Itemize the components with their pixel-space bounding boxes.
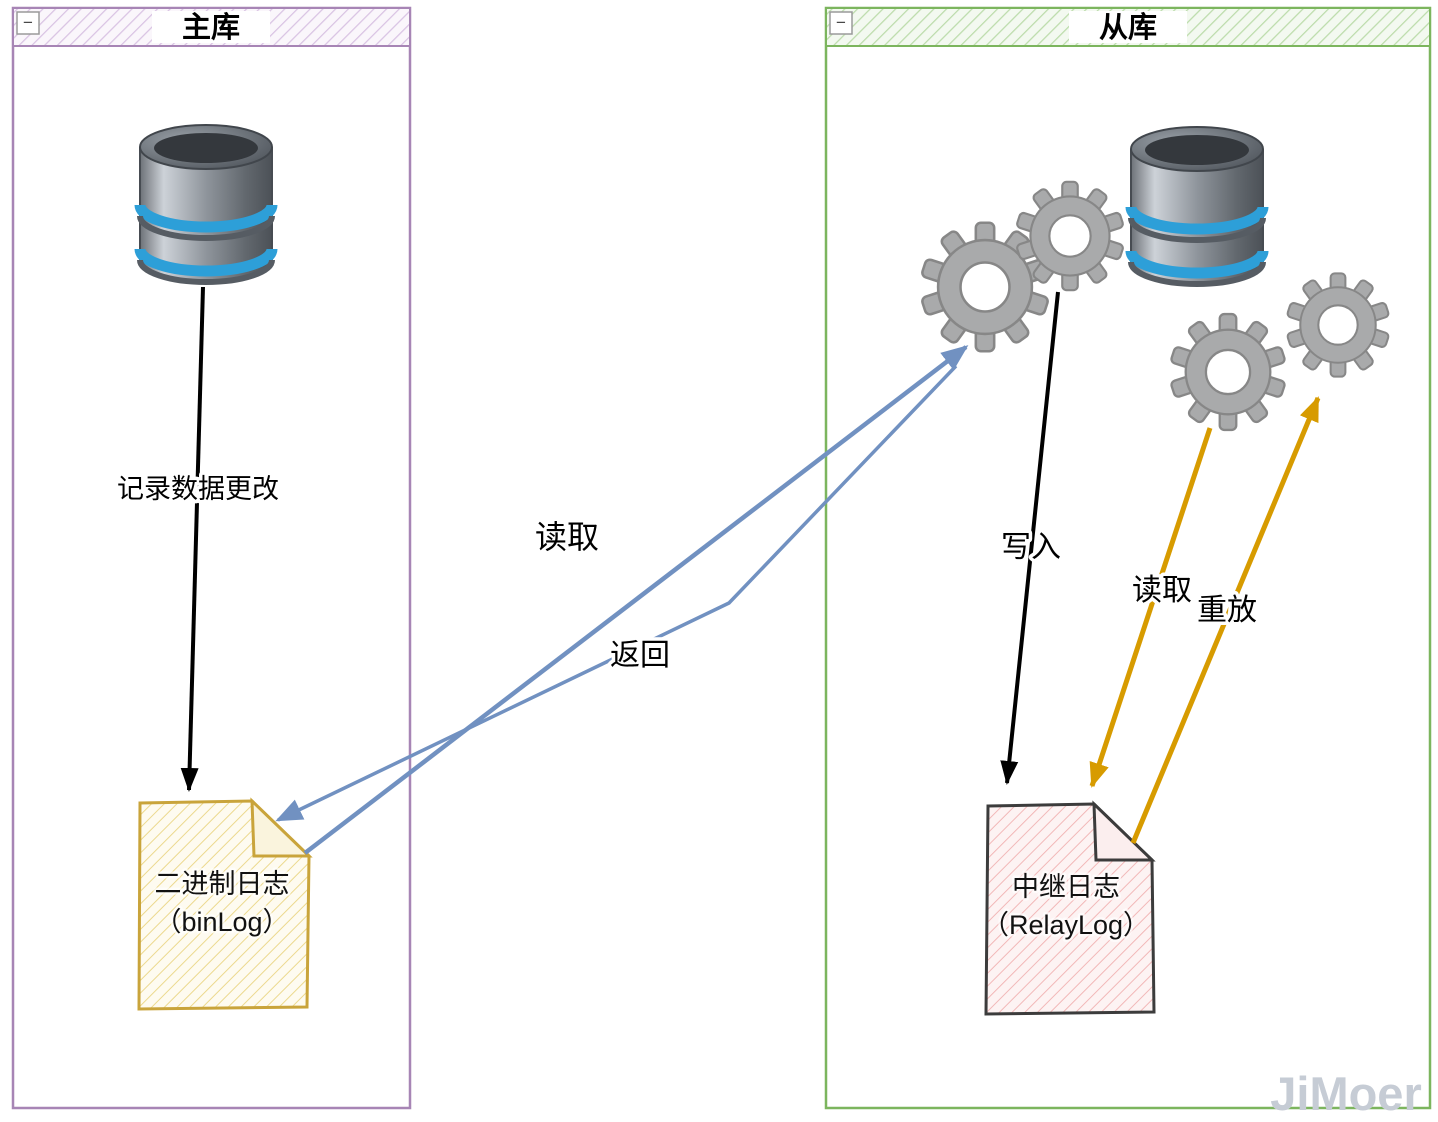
- collapse-minus-icon: −: [836, 13, 846, 32]
- relaylog-replay-arrow: [1130, 396, 1321, 844]
- master-panel-title: 主库: [182, 11, 240, 44]
- relaylog-read-label: 读取: [1132, 574, 1192, 607]
- sql-thread-gear-icon: [1169, 312, 1287, 432]
- sql-thread-gear-icon-small: [1285, 272, 1391, 378]
- master-database-icon: [140, 125, 272, 282]
- record-changes-arrow: [180, 286, 205, 792]
- binlog-doc-fold-corner: [250, 797, 313, 858]
- relaylog-write-label: 写入: [1001, 531, 1061, 564]
- collapse-minus-icon: −: [23, 13, 33, 32]
- relaylog-replay-label: 重放: [1197, 594, 1257, 627]
- watermark-text: JiMoer: [1270, 1067, 1422, 1120]
- master-collapse-button[interactable]: −: [16, 11, 40, 35]
- slave-title-backplate: [1069, 11, 1187, 43]
- relaylog-doc-title: 中继日志: [1012, 872, 1120, 902]
- relaylog-write-arrow: [1000, 291, 1060, 785]
- binlog-doc-subtitle: （binLog）: [154, 907, 289, 937]
- slave-panel-title: 从库: [1099, 11, 1157, 44]
- binlog-read-arrow: [303, 345, 969, 855]
- master-title-backplate: [152, 11, 270, 43]
- relaylog-doc-shape: [984, 802, 1156, 1016]
- arrows-layer: 记录数据更改 读取 返回 写入 读取 重放: [114, 286, 1321, 855]
- relaylog-read-arrow: [1089, 427, 1213, 788]
- collapse-button-box[interactable]: [829, 11, 853, 35]
- binlog-return-label: 返回: [610, 639, 670, 672]
- collapse-button-box[interactable]: [16, 11, 40, 35]
- slave-collapse-button[interactable]: −: [829, 11, 853, 35]
- binlog-return-arrow: [275, 364, 958, 822]
- master-panel: 主库 −: [11, 6, 412, 1110]
- relaylog-document: 中继日志 （RelayLog）: [979, 800, 1156, 1016]
- record-changes-label: 记录数据更改: [117, 474, 279, 504]
- slave-database-icon: [1131, 127, 1263, 284]
- binlog-read-label: 读取: [535, 519, 599, 555]
- relaylog-doc-subtitle: （RelayLog）: [982, 910, 1150, 940]
- slave-panel: 从库 −: [824, 6, 1432, 1110]
- relaylog-doc-fold-corner: [1092, 800, 1156, 862]
- binlog-doc-title: 二进制日志: [155, 869, 290, 899]
- binlog-document: 二进制日志 （binLog）: [137, 797, 313, 1011]
